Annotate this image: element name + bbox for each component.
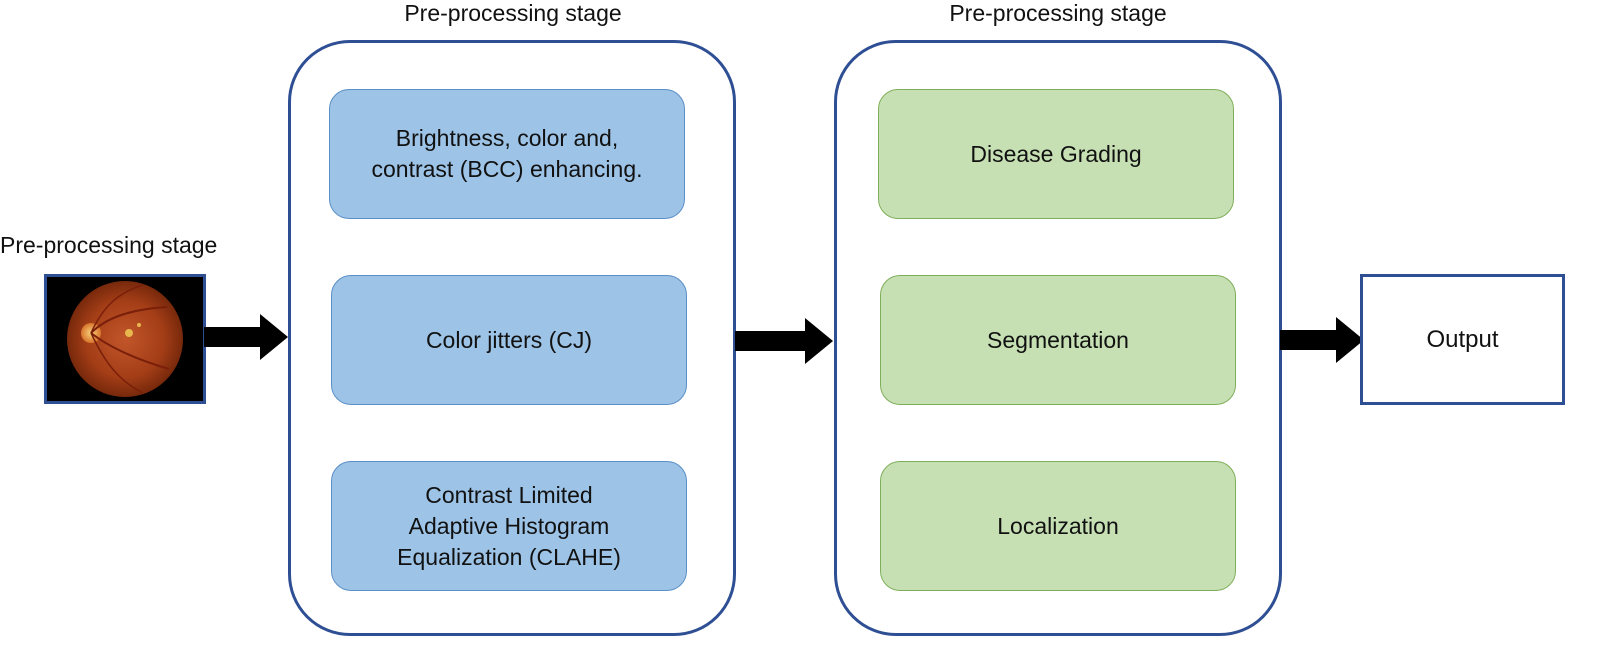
retina-fundus-icon (47, 277, 203, 401)
output-box: Output (1360, 274, 1565, 405)
arrow-stage-two-to-output (1280, 317, 1364, 363)
arrow-stage-one-to-stage-two (735, 318, 833, 364)
stage-two-title: Pre-processing stage (949, 0, 1167, 26)
fundus-image (44, 274, 206, 404)
step-clahe: Contrast Limited Adaptive Histogram Equa… (331, 461, 687, 591)
arrow-input-to-stage-one (204, 314, 288, 360)
stage-one-title: Pre-processing stage (404, 0, 622, 26)
step-segmentation: Segmentation (880, 275, 1236, 405)
step-color-jitters: Color jitters (CJ) (331, 275, 687, 405)
step-localization: Localization (880, 461, 1236, 591)
input-stage-title: Pre-processing stage (0, 232, 218, 258)
step-disease-grading: Disease Grading (878, 89, 1234, 219)
step-bcc-enhancing: Brightness, color and, contrast (BCC) en… (329, 89, 685, 219)
